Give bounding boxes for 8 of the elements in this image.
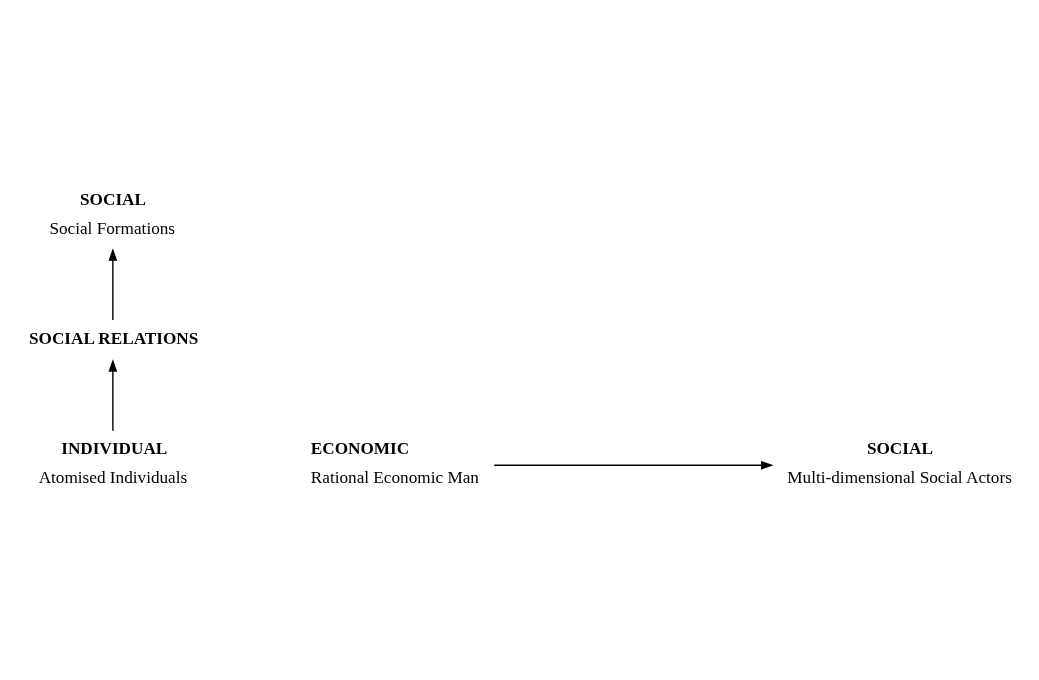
- arrow: [108, 358, 117, 431]
- node-text: SOCIAL RELATIONS: [28, 328, 198, 348]
- node-text: SOCIAL Multi-dimensional Social Actors: [786, 438, 1012, 487]
- node-text: ECONOMIC Rational Economic Man: [310, 438, 479, 487]
- node-text: SOCIAL Social Formations: [48, 189, 175, 238]
- arrow: [108, 247, 117, 321]
- arrow: [493, 460, 774, 470]
- node-text: INDIVIDUAL Atomised Individuals: [38, 438, 187, 487]
